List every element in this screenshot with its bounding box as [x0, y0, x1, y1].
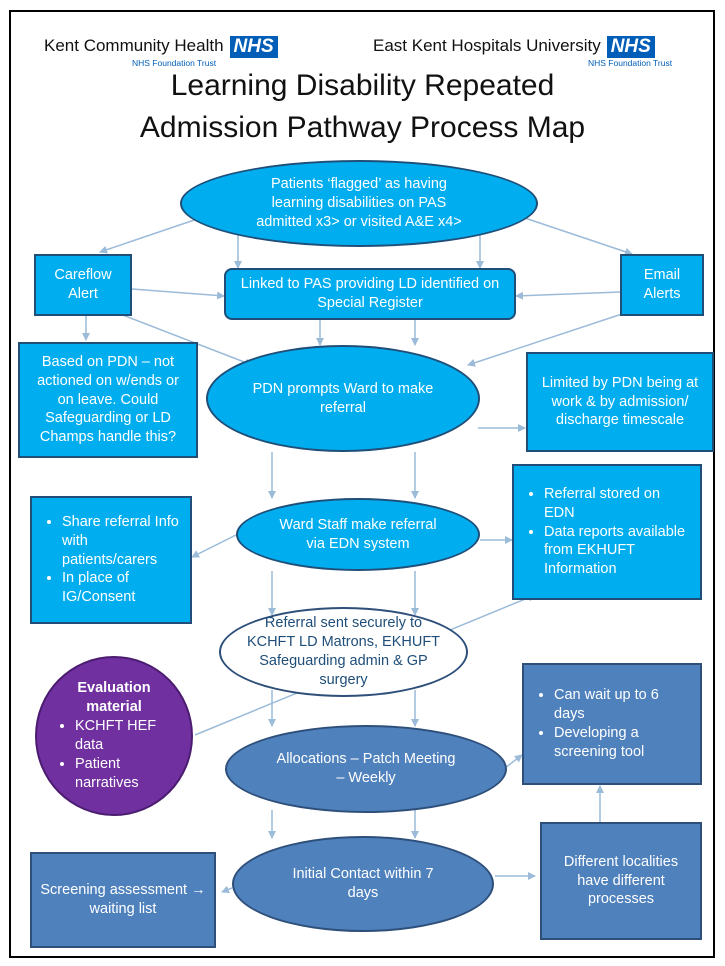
- careflow-alert-box: Careflow Alert: [34, 254, 132, 316]
- wait-time-box: Can wait up to 6 days Developing a scree…: [522, 663, 702, 785]
- wait-item-2: Developing a screening tool: [554, 724, 692, 762]
- right-nhs-badge: NHS: [606, 36, 655, 58]
- referral-stored-list: Referral stored on EDN Data reports avai…: [522, 485, 692, 579]
- share-item-1: Share referral Info with patients/carers: [62, 513, 182, 570]
- initial-contact-ellipse: Initial Contact within 7 days: [232, 836, 494, 932]
- flagged-patients-ellipse: Patients ‘flagged’ as having learning di…: [180, 160, 538, 247]
- arrow-careflow-to-linked: [131, 288, 225, 300]
- evaluation-material-circle: Evaluation material KCHFT HEF data Patie…: [35, 656, 193, 816]
- evaluation-title: Evaluation material: [77, 680, 151, 716]
- arrow-email-to-pdn: [467, 311, 629, 367]
- evaluation-list: KCHFT HEF data Patient narratives: [53, 717, 175, 792]
- share-item-2: In place of IG/Consent: [62, 569, 182, 607]
- share-referral-box: Share referral Info with patients/carers…: [30, 496, 192, 624]
- arrow-alloc-to-wait: [504, 754, 523, 769]
- different-localities-box: Different localities have different proc…: [540, 822, 702, 940]
- allocations-ellipse: Allocations – Patch Meeting – Weekly: [225, 725, 507, 813]
- left-org-name: Kent Community Health: [44, 36, 224, 55]
- right-trust-label: NHS Foundation Trust: [588, 58, 673, 68]
- page-border: [9, 10, 715, 958]
- linked-to-pas-box: Linked to PAS providing LD identified on…: [224, 268, 516, 320]
- left-nhs-badge: NHS: [229, 36, 278, 58]
- arrow-initial-to-screening: [221, 885, 233, 894]
- arrow-flag-to-email: [509, 212, 633, 256]
- kent-community-health-logo: Kent Community Health NHS: [44, 36, 278, 58]
- ward-staff-ellipse: Ward Staff make referral via EDN system: [236, 498, 480, 571]
- stored-item-1: Referral stored on EDN: [544, 485, 692, 523]
- referral-sent-ellipse: Referral sent securely to KCHFT LD Matro…: [219, 607, 468, 697]
- arrow-ward-to-share: [191, 534, 237, 558]
- share-referral-list: Share referral Info with patients/carers…: [40, 513, 182, 607]
- page-title-line1: Learning Disability Repeated: [170, 69, 555, 102]
- referral-stored-box: Referral stored on EDN Data reports avai…: [512, 464, 702, 600]
- evaluation-item-2: Patient narratives: [75, 755, 175, 793]
- pdn-prompts-ellipse: PDN prompts Ward to make referral: [206, 345, 480, 452]
- wait-item-1: Can wait up to 6 days: [554, 686, 692, 724]
- stored-item-2: Data reports available from EKHUFT Infor…: [544, 523, 692, 580]
- right-org-name: East Kent Hospitals University: [373, 36, 601, 55]
- arrow-careflow-to-pdn: [119, 313, 253, 367]
- screening-assessment-box: Screening assessment → waiting list: [30, 852, 216, 948]
- left-trust-label: NHS Foundation Trust: [132, 58, 217, 68]
- arrow-email-to-linked: [515, 291, 621, 300]
- wait-time-list: Can wait up to 6 days Developing a scree…: [532, 686, 692, 761]
- evaluation-item-1: KCHFT HEF data: [75, 717, 175, 755]
- based-on-pdn-box: Based on PDN – not actioned on w/ends or…: [18, 342, 198, 458]
- email-alerts-box: Email Alerts: [620, 254, 704, 316]
- east-kent-hospitals-logo: East Kent Hospitals University NHS: [373, 36, 655, 58]
- limited-by-pdn-box: Limited by PDN being at work & by admiss…: [526, 352, 714, 452]
- page-title-line2: Admission Pathway Process Map: [139, 111, 586, 144]
